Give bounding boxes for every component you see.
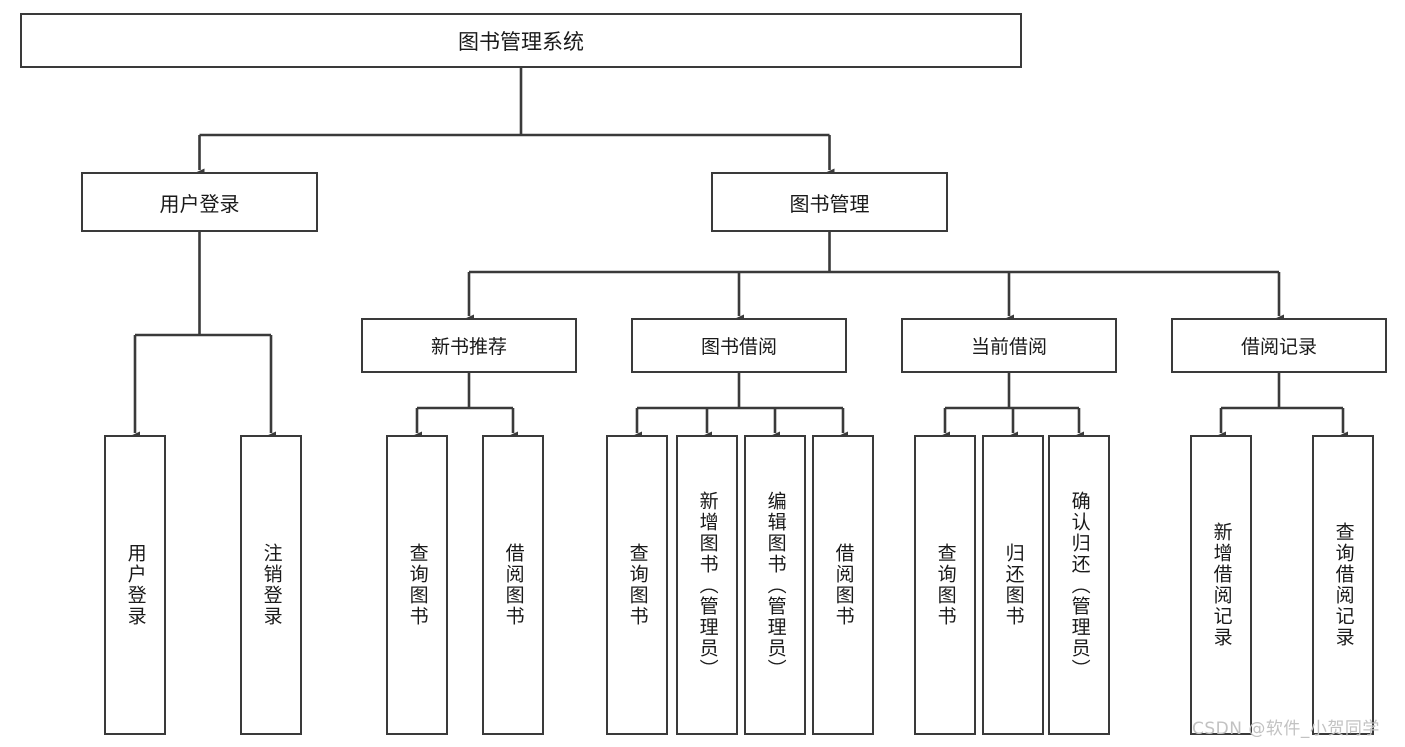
level2-node-label: 图书管理 <box>789 191 870 216</box>
level2-node-0[interactable]: 用户登录 <box>81 172 318 232</box>
leaf-node-9[interactable]: 归还图书 <box>982 435 1044 735</box>
level3-node-label: 新书推荐 <box>430 336 507 358</box>
csdn-watermark: CSDN @软件_小贺同学 <box>1192 719 1380 739</box>
leaf-node-11[interactable]: 新增借阅记录 <box>1190 435 1252 735</box>
level3-node-2[interactable]: 当前借阅 <box>901 318 1117 373</box>
leaf-node-label: 归还图书 <box>1002 543 1025 627</box>
leaf-node-label: 借阅图书 <box>832 543 855 627</box>
level3-node-0[interactable]: 新书推荐 <box>361 318 577 373</box>
leaf-node-label: 查询图书 <box>934 543 957 627</box>
leaf-node-10[interactable]: 确认归还（管理员） <box>1048 435 1110 735</box>
level3-node-3[interactable]: 借阅记录 <box>1171 318 1387 373</box>
leaf-node-3[interactable]: 借阅图书 <box>482 435 544 735</box>
leaf-node-label: 查询借阅记录 <box>1332 522 1355 648</box>
root-node-0[interactable]: 图书管理系统 <box>20 13 1022 68</box>
level3-node-label: 图书借阅 <box>700 336 777 358</box>
leaf-node-2[interactable]: 查询图书 <box>386 435 448 735</box>
leaf-node-7[interactable]: 借阅图书 <box>812 435 874 735</box>
leaf-node-label: 借阅图书 <box>502 543 525 627</box>
leaf-node-5[interactable]: 新增图书（管理员） <box>676 435 738 735</box>
leaf-node-0[interactable]: 用户登录 <box>104 435 166 735</box>
leaf-node-label: 用户登录 <box>124 543 147 627</box>
leaf-node-12[interactable]: 查询借阅记录 <box>1312 435 1374 735</box>
leaf-node-8[interactable]: 查询图书 <box>914 435 976 735</box>
level2-node-1[interactable]: 图书管理 <box>711 172 948 232</box>
leaf-node-label: 新增图书（管理员） <box>696 490 719 680</box>
leaf-node-label: 查询图书 <box>406 543 429 627</box>
level3-node-label: 借阅记录 <box>1240 336 1317 358</box>
leaf-node-label: 查询图书 <box>626 543 649 627</box>
leaf-node-label: 新增借阅记录 <box>1210 522 1233 648</box>
level3-node-1[interactable]: 图书借阅 <box>631 318 847 373</box>
leaf-node-4[interactable]: 查询图书 <box>606 435 668 735</box>
leaf-node-label: 编辑图书（管理员） <box>764 490 787 680</box>
root-node-label: 图书管理系统 <box>458 29 584 54</box>
leaf-node-1[interactable]: 注销登录 <box>240 435 302 735</box>
level2-node-label: 用户登录 <box>159 191 240 216</box>
level3-node-label: 当前借阅 <box>970 336 1047 358</box>
leaf-node-label: 注销登录 <box>260 543 283 627</box>
leaf-node-label: 确认归还（管理员） <box>1068 490 1091 680</box>
leaf-node-6[interactable]: 编辑图书（管理员） <box>744 435 806 735</box>
